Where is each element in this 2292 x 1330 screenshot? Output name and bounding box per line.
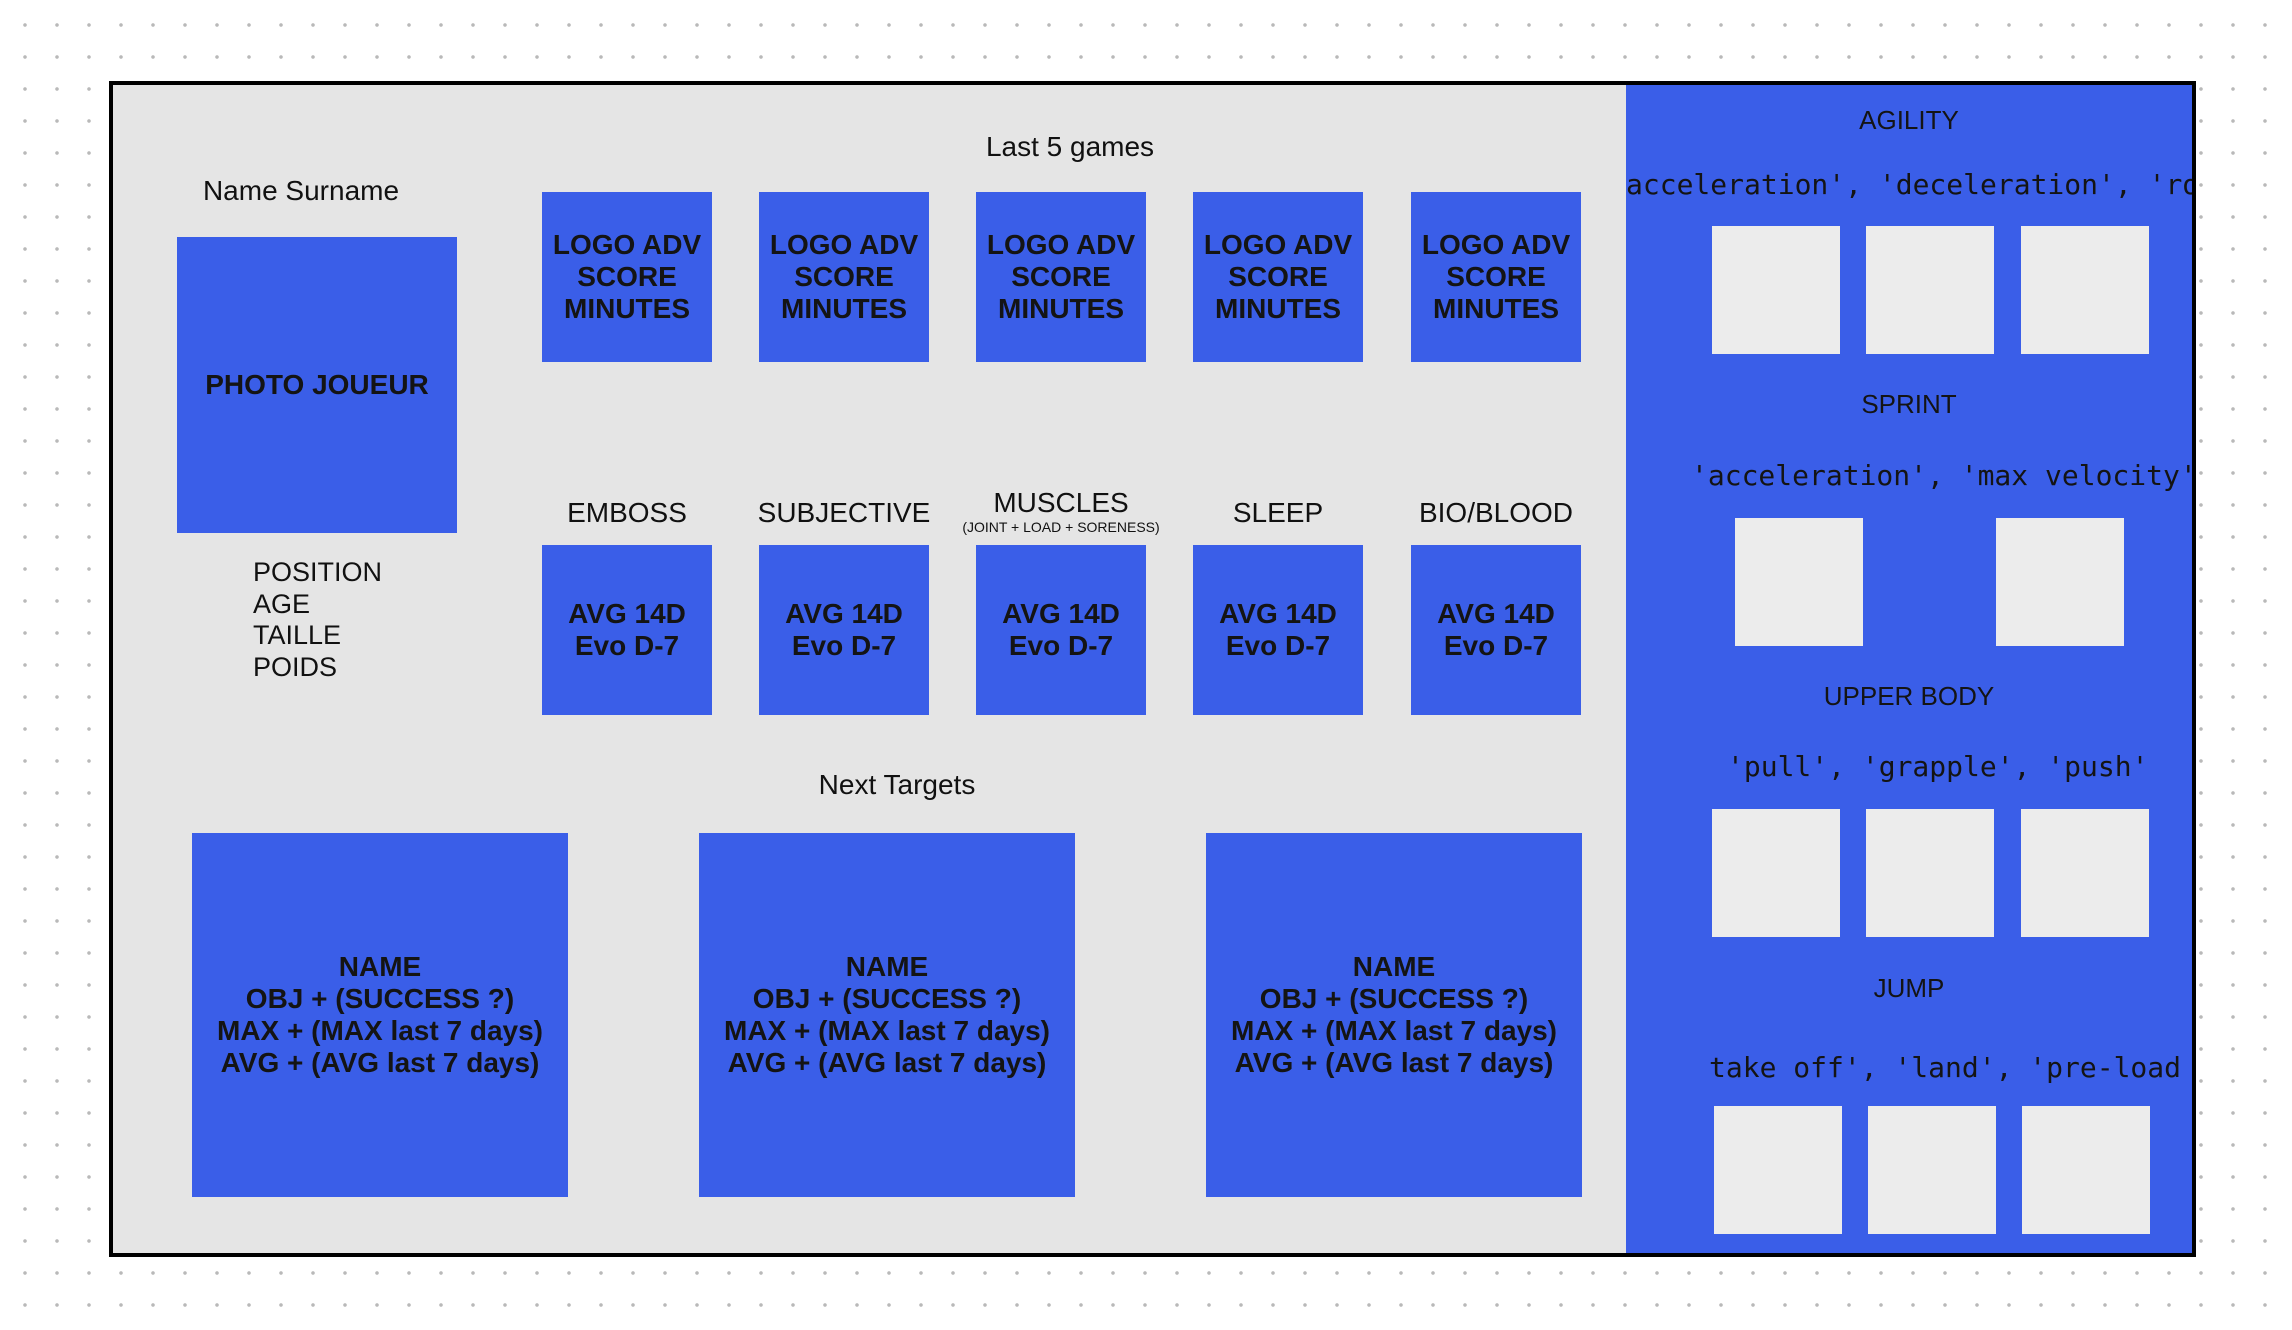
jump-slot-3[interactable] [2022,1106,2150,1234]
section-subtitle-jump: take off', 'land', 'pre-load [1709,1051,2182,1084]
next-targets-title: Next Targets [818,769,976,800]
metric-sublabel-muscles: (JOINT + LOAD + SORENESS) [962,519,1160,535]
metric-label-muscles: MUSCLES [993,487,1129,518]
physical-panel: AGILITY acceleration', 'deceleration', '… [1626,85,2192,1253]
jump-slot-2[interactable] [1868,1106,1996,1234]
upper-body-slot-1[interactable] [1712,809,1840,937]
metric-card-subjective[interactable]: AVG 14D Evo D-7 [759,545,929,715]
player-position: POSITION [253,557,383,587]
target-card[interactable]: NAME OBJ + (SUCCESS ?) MAX + (MAX last 7… [192,833,568,1197]
game-card[interactable]: LOGO ADV SCORE MINUTES [542,192,712,362]
agility-slot-1[interactable] [1712,226,1840,354]
dashboard-frame: Name Surname PHOTO JOUEUR POSITION AGE T… [109,81,2196,1257]
metric-card-emboss[interactable]: AVG 14D Evo D-7 [542,545,712,715]
upper-body-slot-2[interactable] [1866,809,1994,937]
game-card[interactable]: LOGO ADV SCORE MINUTES [1411,192,1581,362]
section-title-sprint: SPRINT [1861,389,1957,419]
player-weight: POIDS [253,651,338,682]
section-subtitle-upper-body: 'pull', 'grapple', 'push' [1727,750,2149,783]
section-subtitle-sprint: 'acceleration', 'max velocity' [1691,459,2196,492]
section-title-jump: JUMP [1873,973,1945,1003]
section-title-upper-body: UPPER BODY [1823,681,1995,711]
section-title-agility: AGILITY [1859,105,1959,135]
metric-label-subjective: SUBJECTIVE [757,497,931,528]
metric-label-emboss: EMBOSS [567,497,687,528]
game-card[interactable]: LOGO ADV SCORE MINUTES [759,192,929,362]
player-info: POSITION AGE TAILLE POIDS [253,557,382,683]
player-height: TAILLE [253,620,342,650]
agility-slot-3[interactable] [2021,226,2149,354]
last-games-title: Last 5 games [985,131,1155,162]
jump-slot-1[interactable] [1714,1106,1842,1234]
agility-slot-2[interactable] [1866,226,1994,354]
metric-label-sleep: SLEEP [1232,497,1324,528]
target-card[interactable]: NAME OBJ + (SUCCESS ?) MAX + (MAX last 7… [1206,833,1582,1197]
game-card[interactable]: LOGO ADV SCORE MINUTES [1193,192,1363,362]
metric-card-muscles[interactable]: AVG 14D Evo D-7 [976,545,1146,715]
metric-card-bio-blood[interactable]: AVG 14D Evo D-7 [1411,545,1581,715]
target-card[interactable]: NAME OBJ + (SUCCESS ?) MAX + (MAX last 7… [699,833,1075,1197]
game-card[interactable]: LOGO ADV SCORE MINUTES [976,192,1146,362]
metric-label-bio-blood: BIO/BLOOD [1418,497,1574,528]
player-age: AGE [253,588,311,619]
sprint-slot-2[interactable] [1996,518,2124,646]
sprint-slot-1[interactable] [1735,518,1863,646]
player-name: Name Surname [202,175,400,206]
section-subtitle-agility: acceleration', 'deceleration', 'rotate [1626,168,2196,201]
upper-body-slot-3[interactable] [2021,809,2149,937]
player-photo: PHOTO JOUEUR [177,237,457,533]
metric-card-sleep[interactable]: AVG 14D Evo D-7 [1193,545,1363,715]
